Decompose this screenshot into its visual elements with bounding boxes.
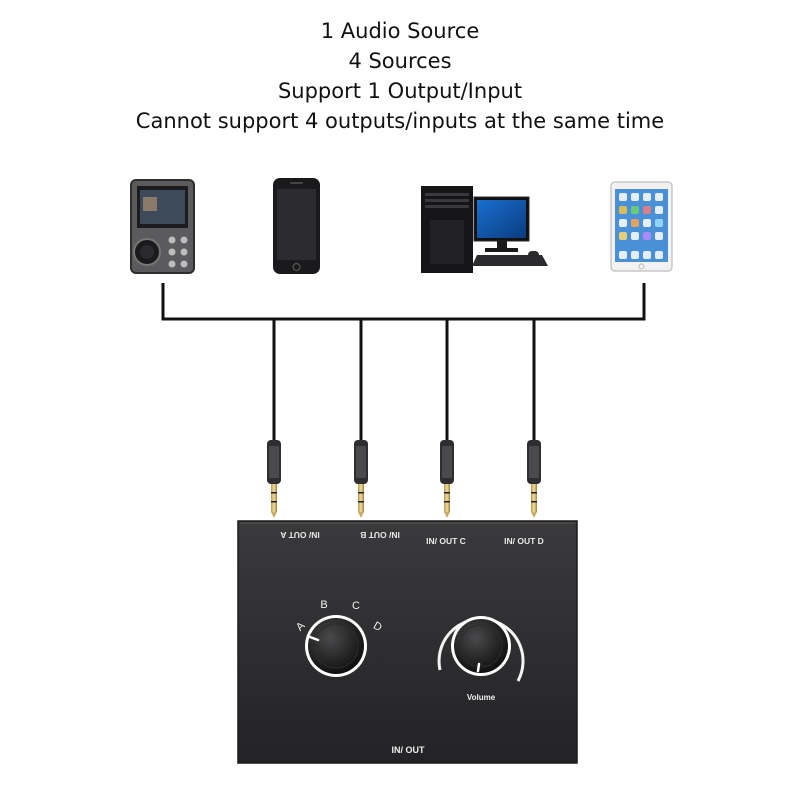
port-label-d: IN/ OUT D	[504, 536, 544, 546]
selector-label-c: C	[352, 600, 360, 612]
headline-line-4: Cannot support 4 outputs/inputs at the s…	[135, 109, 665, 133]
audio-plug-a	[267, 440, 281, 518]
volume-label: Volume	[467, 693, 496, 702]
audio-cable-bus	[161, 283, 646, 440]
audio-plug-b	[354, 440, 368, 518]
headline-line-2: 4 Sources	[348, 49, 452, 73]
audio-plug-d	[527, 440, 541, 518]
port-label-a: IN/ OUT A	[280, 530, 319, 540]
tablet-icon	[610, 181, 673, 272]
main-port-label: IN/ OUT	[392, 745, 426, 755]
volume-knob[interactable]	[451, 616, 511, 676]
selector-label-b: B	[320, 599, 327, 611]
headline-line-1: 1 Audio Source	[320, 19, 480, 43]
desktop-computer-icon	[421, 186, 548, 273]
switch-box: IN/ OUT A IN/ OUT B IN/ OUT C IN/ OUT D …	[237, 520, 578, 764]
smartphone-icon	[273, 178, 320, 274]
source-selector-knob[interactable]	[305, 615, 367, 677]
headline-line-3: Support 1 Output/Input	[277, 79, 523, 103]
audio-plug-c	[440, 440, 454, 518]
port-label-b: IN/ OUT B	[360, 530, 400, 540]
port-label-c: IN/ OUT C	[426, 536, 466, 546]
music-player-icon	[130, 179, 195, 274]
